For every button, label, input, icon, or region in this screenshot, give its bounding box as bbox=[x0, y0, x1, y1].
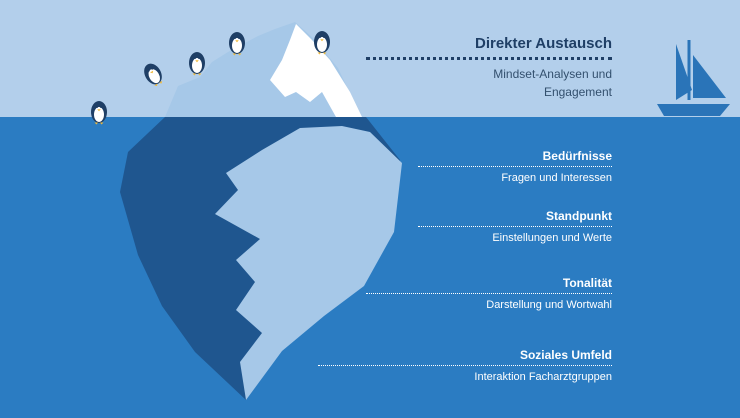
label-subtitle: Darstellung und Wortwahl bbox=[486, 299, 612, 311]
label-rule bbox=[366, 57, 612, 60]
label-rule bbox=[366, 293, 612, 294]
label-subtitle: Einstellungen und Werte bbox=[492, 232, 612, 244]
label-direkter-austausch: Direkter Austausch Mindset-Analysen und … bbox=[366, 34, 612, 101]
penguin-icon bbox=[189, 52, 205, 76]
label-rule bbox=[418, 166, 612, 167]
penguin-icon bbox=[91, 101, 107, 125]
label-rule bbox=[318, 365, 612, 366]
penguin-icon bbox=[140, 60, 167, 89]
label-subtitle: Fragen und Interessen bbox=[501, 172, 612, 184]
label-title: Standpunkt bbox=[546, 209, 612, 223]
label-tonalitaet: Tonalität Darstellung und Wortwahl bbox=[366, 275, 612, 313]
label-title: Tonalität bbox=[562, 276, 612, 290]
label-subtitle: Mindset-Analysen und bbox=[493, 67, 612, 81]
label-soziales-umfeld: Soziales Umfeld Interaktion Facharztgrup… bbox=[318, 347, 612, 385]
label-rule bbox=[418, 226, 612, 227]
label-subtitle: Interaktion Facharztgruppen bbox=[474, 371, 612, 383]
label-subtitle: Engagement bbox=[543, 85, 612, 99]
label-title: Soziales Umfeld bbox=[519, 348, 612, 362]
label-standpunkt: Standpunkt Einstellungen und Werte bbox=[418, 208, 612, 246]
iceberg-snowcap bbox=[270, 24, 362, 117]
label-title: Bedürfnisse bbox=[542, 149, 612, 163]
label-title: Direkter Austausch bbox=[475, 35, 612, 52]
iceberg-underwater-lit bbox=[215, 126, 402, 400]
label-beduerfnisse: Bedürfnisse Fragen und Interessen bbox=[418, 148, 612, 186]
sailboat-icon bbox=[657, 40, 730, 116]
